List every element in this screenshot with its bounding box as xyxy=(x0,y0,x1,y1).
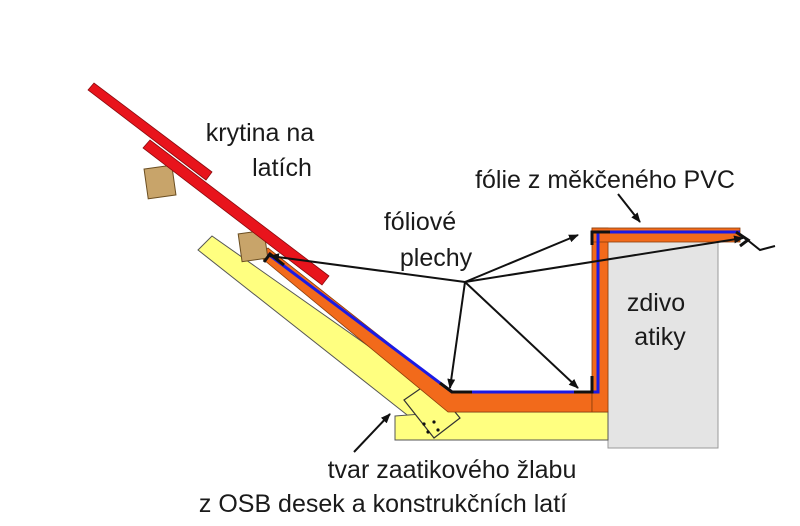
label-arrows xyxy=(269,193,744,453)
insulation-wall-face xyxy=(591,227,609,413)
insulation-wall-top xyxy=(591,227,741,243)
label-roofing-line2: latích xyxy=(252,154,312,182)
label-wall-line2: atiky xyxy=(634,323,686,351)
parapet-wall xyxy=(607,239,719,449)
label-gutter-line1: tvar zaatikového žlabu xyxy=(328,456,577,484)
label-foil-sheets-line1: fóliové xyxy=(384,208,456,236)
label-gutter-line2: z OSB desek a konstrukčních latí xyxy=(199,490,567,518)
roof-tile-upper xyxy=(87,82,213,181)
label-pvc-foil: fólie z měkčeného PVC xyxy=(475,166,735,194)
label-foil-sheets-line2: plechy xyxy=(400,244,473,272)
pvc-membrane xyxy=(267,230,740,394)
label-wall-line1: zdivo xyxy=(627,289,685,317)
label-roofing-line1: krytina na xyxy=(206,119,314,147)
roof-batten-upper xyxy=(143,164,177,200)
roof-tile-lower xyxy=(142,139,330,286)
drip-edge xyxy=(739,233,776,252)
